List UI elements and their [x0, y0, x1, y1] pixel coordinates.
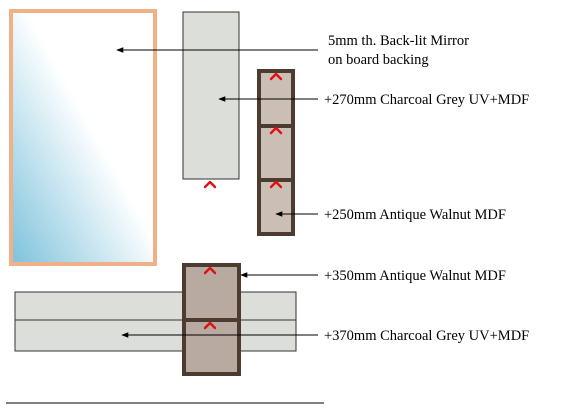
chevron-marker	[203, 321, 217, 330]
charcoal-grey-370-panel	[14, 291, 297, 352]
mirror-panel	[9, 9, 157, 266]
label-walnut-250: +250mm Antique Walnut MDF	[324, 207, 506, 223]
label-charcoal-370: +370mm Charcoal Grey UV+MDF	[324, 328, 529, 344]
walnut-350-segment-1	[186, 267, 237, 318]
walnut-250-segment-3	[261, 182, 291, 232]
label-walnut-350: +350mm Antique Walnut MDF	[324, 268, 506, 284]
callout-labels: 5mm th. Back-lit Mirror on board backing…	[324, 33, 529, 344]
leader-lines	[116, 47, 318, 338]
red-markers	[203, 72, 283, 330]
chevron-marker	[269, 180, 283, 189]
label-mirror-line2: on board backing	[328, 52, 429, 68]
label-charcoal-270: +270mm Charcoal Grey UV+MDF	[324, 92, 529, 108]
chevron-marker	[269, 126, 283, 135]
walnut-350-segment-2	[186, 322, 237, 372]
label-mirror-line1: 5mm th. Back-lit Mirror	[328, 33, 469, 49]
antique-walnut-250-panel	[257, 69, 295, 236]
walnut-250-segment-2	[261, 128, 291, 178]
chevron-marker	[203, 266, 217, 275]
antique-walnut-350-panel	[182, 263, 241, 376]
chevron-marker	[203, 180, 217, 189]
mirror-glass	[13, 13, 153, 262]
charcoal-grey-270-panel	[182, 11, 240, 180]
chevron-marker	[269, 72, 283, 81]
